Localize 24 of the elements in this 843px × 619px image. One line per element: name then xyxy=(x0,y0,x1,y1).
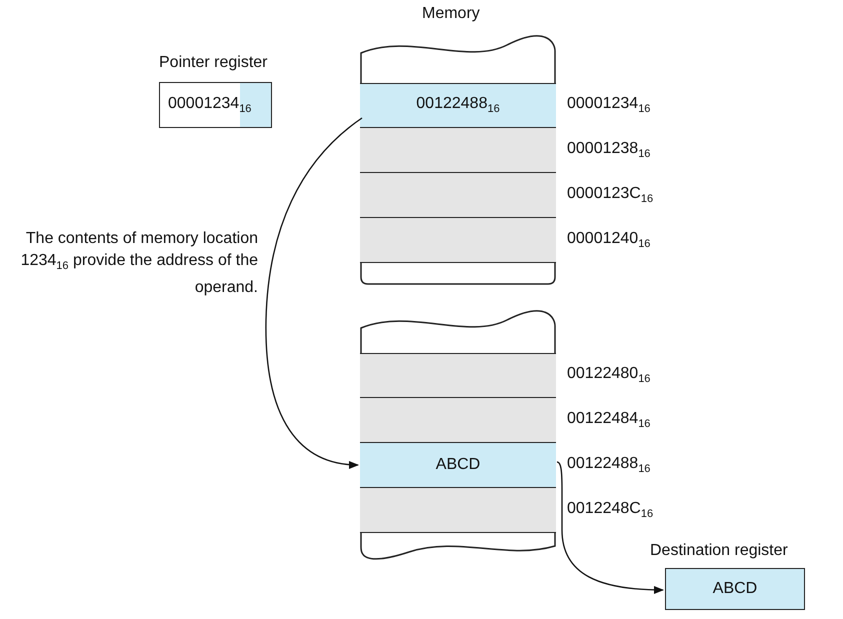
note-text: The contents of memory location 1234$_{16}$ provide the address of the operand. xyxy=(20,229,258,298)
arrow xyxy=(265,117,362,468)
address-label: 00001240$_{16}$ xyxy=(567,230,650,250)
address-label: 00001238$_{16}$ xyxy=(567,140,650,160)
memory-cell xyxy=(360,398,556,443)
register-box: ABCD xyxy=(665,568,805,610)
register-title: Destination register xyxy=(650,542,788,560)
address-label: 00122480$_{16}$ xyxy=(567,365,650,386)
memory-cell xyxy=(360,128,556,173)
memory-cell xyxy=(360,488,556,533)
arrow xyxy=(556,461,664,594)
memory-title: Memory xyxy=(422,5,480,23)
memory-cell xyxy=(360,218,556,263)
memory-cell xyxy=(360,353,556,398)
address-label: 0012248C$_{16}$ xyxy=(567,500,654,520)
register-title: Pointer register xyxy=(159,54,268,72)
address-label: 0000123C$_{16}$ xyxy=(567,185,654,206)
address-label: 00122488$_{16}$ xyxy=(567,455,650,476)
memory-cell xyxy=(360,173,556,218)
address-label: 00122484$_{16}$ xyxy=(567,410,650,430)
register-box: 00001234$_{16}$ xyxy=(159,82,272,128)
memory-cell: ABCD xyxy=(360,443,556,488)
memory-cell: 00122488$_{16}$ xyxy=(360,83,556,128)
address-label: 00001234$_{16}$ xyxy=(567,95,650,116)
